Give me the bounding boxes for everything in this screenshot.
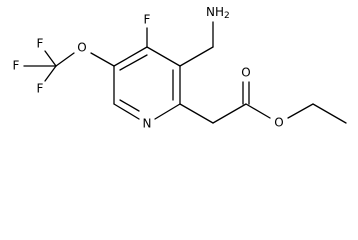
atom-label-carbonyl-o: O <box>241 66 250 80</box>
atom-label-ether-o: O <box>77 41 86 55</box>
bond-o-ethyl <box>287 103 314 119</box>
bond-c5-c4-inner <box>119 54 148 71</box>
bond-n-c6-inner <box>119 99 140 112</box>
bond-c3-ch2 <box>179 46 214 67</box>
bond-c2-ch2 <box>179 103 214 124</box>
bond-o-cf3 <box>55 52 75 67</box>
molecule-structure: F NH2 N O F F F O O <box>13 5 347 131</box>
pyridine-ring <box>113 46 181 120</box>
atom-labels: F NH2 N O F F F O O <box>13 5 284 131</box>
bond-carbonyl-o-ester <box>245 103 271 119</box>
atom-label-f-ring: F <box>144 13 151 27</box>
bond-c2-n <box>154 103 181 120</box>
bond-n-c6 <box>113 103 140 120</box>
atom-label-nh2: NH2 <box>206 5 230 21</box>
bond-c5-c4 <box>113 46 148 67</box>
bond-cf3-f-top <box>44 50 57 67</box>
atom-label-cf3-f-top: F <box>37 37 44 51</box>
bond-ch2-carbonyl <box>212 103 247 124</box>
bond-cf3-f-bottom <box>44 65 57 82</box>
atom-label-ring-n: N <box>143 117 152 131</box>
atom-label-ester-o: O <box>274 116 283 130</box>
bond-ethyl-ch3 <box>312 103 347 124</box>
atom-label-cf3-f-bottom: F <box>37 82 44 96</box>
substituent-bonds <box>23 21 347 124</box>
atom-label-cf3-f-left: F <box>13 59 20 73</box>
bond-c5-o <box>90 52 115 67</box>
bond-c4-c3 <box>146 46 181 67</box>
